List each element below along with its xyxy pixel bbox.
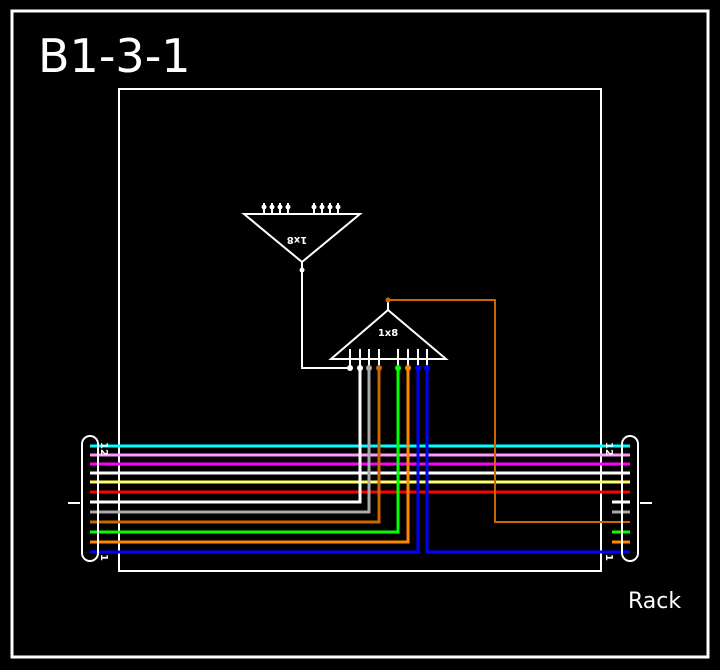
splitter-top-label: 1x8 — [287, 234, 307, 245]
fiber-6 — [90, 368, 362, 504]
fiber-4 — [90, 368, 381, 524]
splitter-bottom: 1x8 — [328, 297, 449, 368]
page-title: B1-3-1 — [38, 29, 191, 83]
rack-label: Rack — [628, 589, 681, 614]
outer-frame — [10, 9, 710, 659]
connector-left: 12 1 — [68, 435, 109, 562]
connector-left-bottom-num: 1 — [98, 554, 109, 561]
connector-right-top-num: 12 — [603, 442, 614, 456]
connector-left-top-num: 12 — [98, 442, 109, 456]
splitter-ports — [347, 365, 430, 371]
rack-box — [118, 88, 602, 572]
fiber-1-return — [425, 368, 630, 554]
splitter-bottom-label: 1x8 — [378, 328, 398, 339]
splitter-top: 1x8 — [241, 203, 363, 273]
fiber-5 — [90, 368, 371, 514]
fiber-bundle — [90, 299, 630, 554]
fiber-3 — [90, 368, 400, 534]
fiber-1 — [90, 368, 420, 554]
splitter-input-fiber — [390, 299, 630, 523]
connector-right-bottom-num: 1 — [603, 554, 614, 561]
connector-right: 12 1 — [603, 435, 652, 562]
splitter-link — [301, 270, 350, 369]
fiber-2 — [90, 368, 410, 544]
